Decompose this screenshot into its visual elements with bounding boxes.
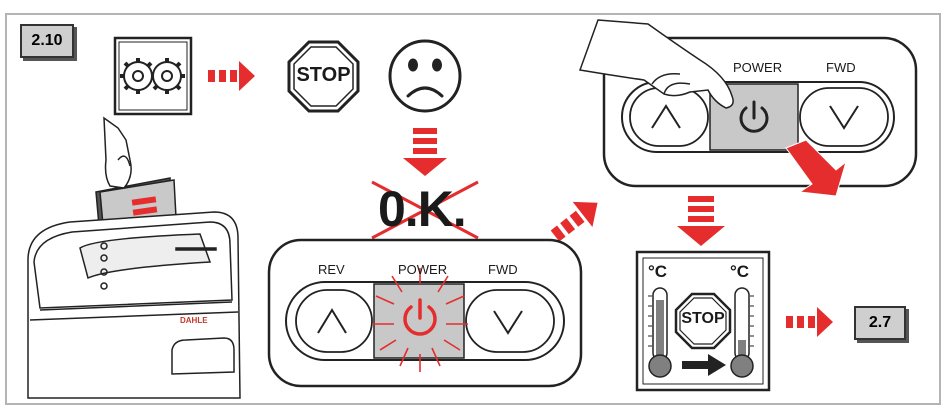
cross-out-icon bbox=[371, 180, 479, 240]
arrow-diagonal-icon bbox=[550, 201, 598, 242]
brand-label: DAHLE bbox=[180, 316, 208, 325]
pointer-arrow-icon bbox=[785, 139, 847, 197]
thermometer-cold-icon bbox=[730, 287, 754, 378]
ok-text: 0.K. bbox=[378, 181, 467, 237]
main-fwd-label: FWD bbox=[488, 262, 518, 277]
arrow-down-icon bbox=[403, 128, 447, 176]
shredder-icon bbox=[27, 211, 241, 399]
small-control-panel bbox=[602, 36, 918, 188]
thermometer-hot-icon bbox=[648, 287, 672, 378]
temp-unit-left: °C bbox=[648, 262, 668, 281]
stop-sign-icon bbox=[287, 40, 360, 113]
flash-rays-icon bbox=[372, 268, 468, 372]
arrow-down-right-icon bbox=[677, 196, 725, 246]
sad-face-icon bbox=[388, 39, 462, 113]
gears-icon bbox=[113, 36, 193, 116]
arrow-right-black-icon bbox=[682, 354, 726, 376]
step-tag: 2.10 bbox=[20, 24, 74, 58]
main-power-label: POWER bbox=[398, 262, 448, 277]
small-stop-sign-icon bbox=[674, 292, 732, 350]
power-icon bbox=[403, 298, 437, 336]
small-fwd-label: FWD bbox=[826, 60, 856, 75]
hand-icon bbox=[103, 116, 132, 189]
main-rev-label: REV bbox=[318, 262, 345, 277]
main-control-panel bbox=[267, 238, 583, 388]
goto-step-tag[interactable]: 2.7 bbox=[854, 306, 906, 340]
temp-unit-right: °C bbox=[730, 262, 750, 281]
small-power-label: POWER bbox=[733, 60, 783, 75]
stop-sign-label: STOP bbox=[296, 64, 351, 86]
hand-pressing-icon bbox=[578, 19, 734, 109]
small-stop-sign-label: STOP bbox=[681, 310, 725, 327]
